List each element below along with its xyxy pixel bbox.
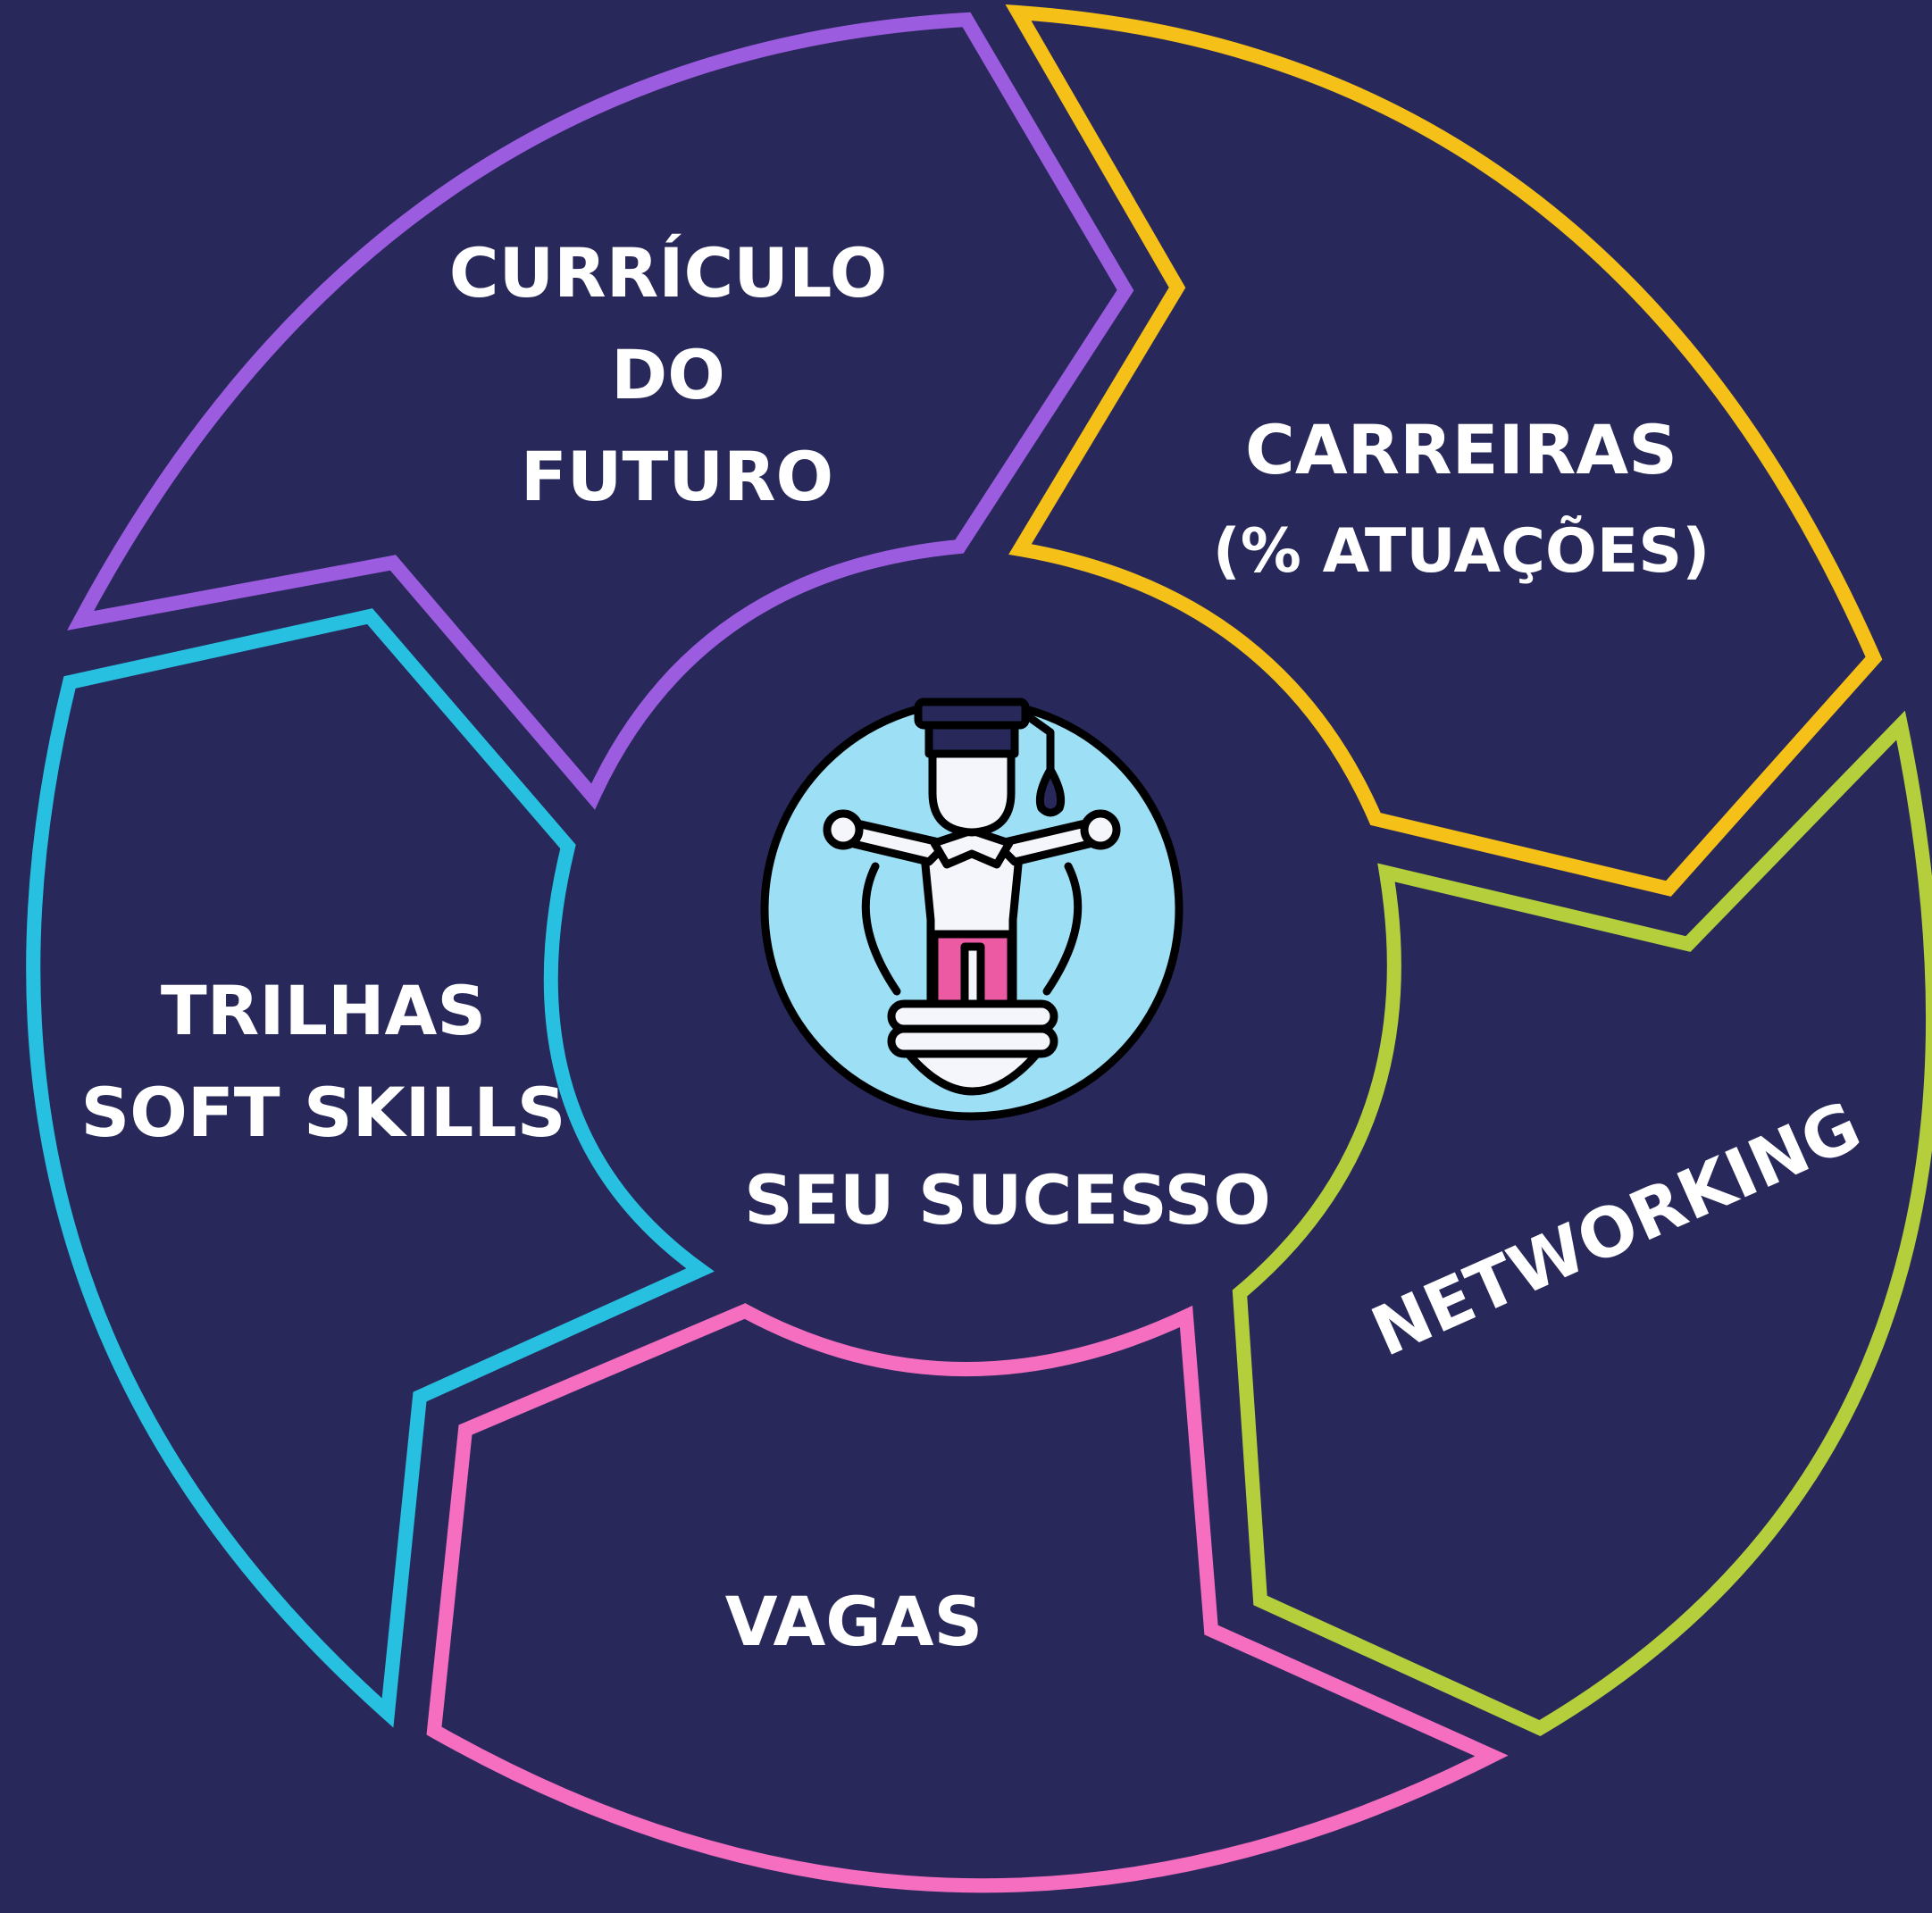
label-networking: NETWORKING: [1360, 1086, 1872, 1372]
trilhas-line-2: SOFT SKILLS: [80, 1073, 565, 1152]
segment-networking-outline: [1232, 710, 1932, 1737]
label-carreiras: CARREIRAS (% ATUAÇÕES): [1213, 410, 1710, 587]
curriculo-line-3: FUTURO: [521, 437, 833, 516]
curriculo-line-1: CURRÍCULO: [449, 233, 888, 313]
segment-vagas-outline: [426, 1303, 1509, 1893]
trilhas-line-1: TRILHAS: [161, 971, 486, 1050]
segment-trilhas-outline: [26, 608, 715, 1728]
carreiras-line-1: CARREIRAS: [1245, 410, 1677, 489]
segment-carreiras-outline: [1005, 4, 1883, 897]
curriculo-line-2: DO: [611, 335, 725, 414]
networking-line-1: NETWORKING: [1360, 1086, 1872, 1372]
segment-curriculo-outline: [67, 12, 1134, 810]
label-vagas: VAGAS: [725, 1582, 983, 1661]
carreiras-line-2: (% ATUAÇÕES): [1213, 515, 1710, 587]
center-label: SEU SUCESSO: [744, 1160, 1271, 1240]
vagas-line-1: VAGAS: [725, 1582, 983, 1661]
label-curriculo: CURRÍCULO DO FUTURO: [449, 233, 888, 516]
label-trilhas: TRILHAS SOFT SKILLS: [80, 971, 565, 1152]
graduate-icon: [760, 698, 1183, 1121]
